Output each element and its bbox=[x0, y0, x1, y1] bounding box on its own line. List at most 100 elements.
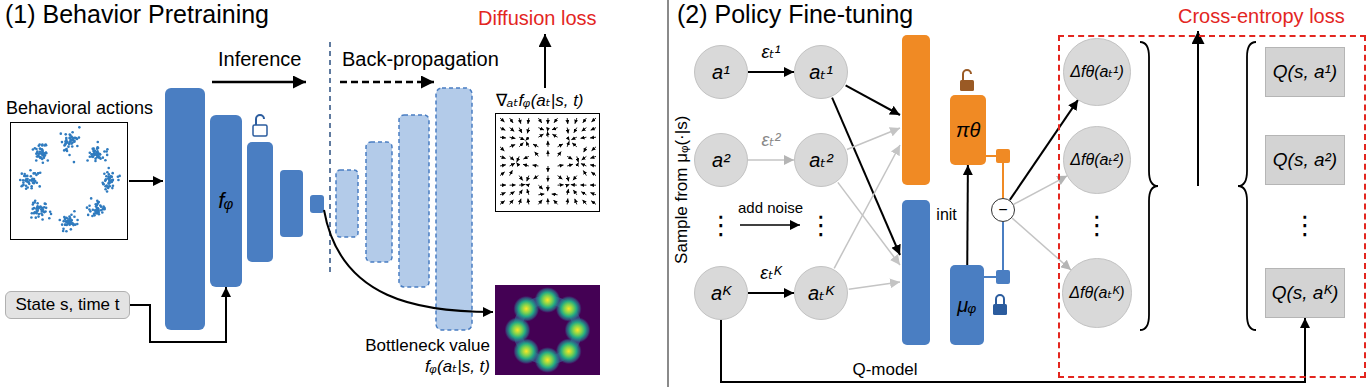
loss-arrow bbox=[544, 34, 546, 88]
scatter-point bbox=[71, 222, 74, 225]
scatter-point bbox=[40, 212, 43, 215]
scatter-point bbox=[96, 202, 99, 205]
field-arrow bbox=[519, 190, 522, 195]
field-arrow bbox=[558, 144, 563, 147]
scatter-point bbox=[46, 159, 49, 162]
input-line bbox=[846, 85, 900, 115]
scatter-point bbox=[29, 169, 32, 172]
field-arrow bbox=[567, 128, 568, 134]
scatter-point bbox=[38, 185, 41, 188]
field-arrow bbox=[590, 156, 596, 158]
scatter-point bbox=[27, 181, 30, 184]
scatter-point bbox=[43, 211, 46, 214]
scatter-point bbox=[58, 219, 61, 222]
node-label: aᴷ bbox=[711, 282, 731, 305]
field-arrow bbox=[519, 184, 525, 186]
scatter-point bbox=[59, 132, 62, 135]
heatmap-ground bbox=[495, 285, 600, 375]
policy-layer: πθ bbox=[950, 95, 986, 165]
scatter-point bbox=[101, 211, 104, 214]
field-arrow bbox=[567, 184, 569, 186]
scatter-point bbox=[64, 223, 67, 226]
text-label: (1) Behavior Pretraining bbox=[5, 0, 269, 29]
connector-arrow bbox=[1012, 218, 1071, 270]
field-arrow bbox=[547, 141, 548, 147]
scatter-point bbox=[97, 207, 100, 210]
node-label: aₜᴷ bbox=[808, 282, 834, 305]
field-arrow bbox=[517, 163, 520, 167]
scatter-point bbox=[42, 161, 45, 164]
field-arrow bbox=[532, 165, 538, 167]
scatter-point bbox=[110, 181, 113, 184]
field-arrow bbox=[583, 118, 587, 123]
field-arrow bbox=[535, 152, 539, 157]
backprop-layer bbox=[399, 115, 429, 287]
field-arrow bbox=[558, 152, 562, 157]
scatter-point bbox=[91, 153, 94, 156]
scatter-point bbox=[61, 141, 64, 144]
field-arrow bbox=[571, 137, 576, 139]
field-arrow bbox=[538, 193, 544, 195]
field-arrow bbox=[519, 137, 524, 140]
scatter-point bbox=[106, 190, 109, 193]
panel-divider bbox=[667, 0, 669, 387]
scatter-point bbox=[62, 220, 65, 223]
scatter-point bbox=[39, 157, 42, 160]
scatter-point bbox=[71, 131, 74, 134]
field-arrow bbox=[547, 166, 548, 172]
field-arrow bbox=[577, 163, 579, 167]
field-arrow bbox=[500, 147, 504, 151]
scatter-point bbox=[100, 205, 103, 208]
input-box: State s, time t bbox=[5, 291, 130, 319]
edge-label-anchor: Q-model bbox=[850, 360, 919, 380]
scatter-point bbox=[104, 188, 107, 191]
connector-arrow bbox=[748, 159, 794, 161]
output-wire bbox=[984, 276, 996, 278]
scatter-point bbox=[67, 145, 70, 148]
text-label: Inference bbox=[218, 48, 301, 71]
scatter-point bbox=[94, 209, 97, 212]
unlock-icon bbox=[253, 125, 267, 136]
scatter-point bbox=[97, 201, 100, 204]
delta-circle: Δfθ(aₜᴷ) bbox=[1062, 258, 1131, 327]
scatter-point bbox=[94, 160, 97, 163]
scatter-point bbox=[94, 157, 97, 160]
network-inputs bbox=[832, 85, 900, 289]
scatter-point bbox=[64, 218, 67, 221]
node-label: Q(s, a²) bbox=[1273, 149, 1337, 171]
pretrain-network bbox=[165, 88, 472, 330]
label-anchor: ⋮ bbox=[1292, 211, 1318, 241]
field-arrow bbox=[538, 200, 542, 205]
vector-field bbox=[500, 118, 596, 204]
field-arrow bbox=[510, 137, 516, 138]
scatter-point bbox=[97, 154, 100, 157]
scatter-point bbox=[27, 181, 30, 184]
edge-label: Q-model bbox=[850, 360, 919, 380]
scatter-point bbox=[50, 213, 53, 216]
field-arrow bbox=[591, 118, 596, 122]
field-arrow bbox=[527, 118, 529, 124]
field-arrow bbox=[567, 137, 569, 140]
field-arrow bbox=[526, 184, 529, 186]
field-arrow bbox=[567, 156, 572, 159]
field-arrow bbox=[552, 134, 557, 137]
scatter-point bbox=[63, 149, 66, 152]
field-arrow bbox=[510, 128, 515, 132]
field-arrow bbox=[538, 118, 541, 123]
scatter-point bbox=[73, 141, 76, 144]
label-anchor: Back-propagation bbox=[342, 48, 499, 71]
connector-arrow bbox=[748, 71, 794, 73]
scatter-point bbox=[100, 209, 103, 212]
scatter-point bbox=[38, 206, 41, 209]
field-arrow bbox=[558, 184, 564, 185]
scatter-point bbox=[111, 187, 114, 190]
field-arrow bbox=[526, 141, 529, 146]
scatter-point bbox=[34, 172, 37, 175]
scatter-plot bbox=[19, 126, 121, 233]
text-label: Sample from μᵩ(·|s) bbox=[672, 116, 692, 264]
field-arrow bbox=[582, 156, 587, 160]
scatter-point bbox=[22, 181, 25, 184]
field-arrow bbox=[523, 164, 529, 166]
node-label: Δfθ(aₜ²) bbox=[1070, 151, 1123, 169]
heading-label: Behavioral actions bbox=[6, 98, 153, 119]
